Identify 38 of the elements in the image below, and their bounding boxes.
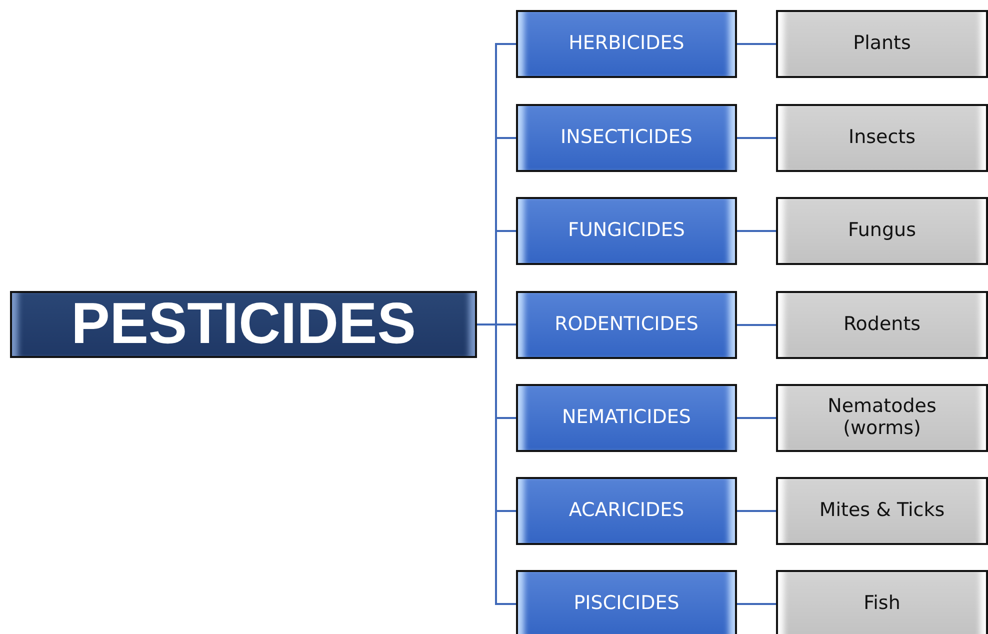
category-box <box>516 197 737 265</box>
box-label: RODENTICIDES <box>554 314 698 336</box>
target-box <box>776 10 988 78</box>
category-box <box>516 477 737 545</box>
category-box <box>516 570 737 634</box>
box-label: PISCICIDES <box>574 593 680 615</box>
box-label: Fish <box>864 593 900 615</box>
box-label: Rodents <box>843 314 921 336</box>
connector-line <box>737 230 776 232</box>
category-box <box>516 291 737 359</box>
target-box <box>776 570 988 634</box>
box-label: Fungus <box>848 220 916 242</box>
connector-line <box>737 510 776 512</box>
box-label: HERBICIDES <box>568 33 684 55</box>
target-box <box>776 384 988 452</box>
box-label: PESTICIDES <box>71 291 416 358</box>
target-box <box>776 291 988 359</box>
box-label: FUNGICIDES <box>568 220 685 242</box>
box-label: Mites & Ticks <box>819 500 945 522</box>
connector-line <box>477 324 516 605</box>
connector-line <box>737 417 776 419</box>
box-label: Insects <box>848 127 916 149</box>
target-box <box>776 477 988 545</box>
box-label: NEMATICIDES <box>562 407 691 429</box>
box-label: INSECTICIDES <box>560 127 692 149</box>
connector-line <box>737 324 776 326</box>
box-label: Plants <box>853 33 911 55</box>
category-box <box>516 104 737 172</box>
category-box <box>516 384 737 452</box>
connector-line <box>737 43 776 45</box>
connector-line <box>737 137 776 139</box>
target-box <box>776 197 988 265</box>
box-label: ACARICIDES <box>568 500 684 522</box>
box-label: Nematodes (worms) <box>826 396 938 440</box>
connector-line <box>737 603 776 605</box>
category-box <box>516 10 737 78</box>
target-box <box>776 104 988 172</box>
title-box <box>10 291 477 358</box>
